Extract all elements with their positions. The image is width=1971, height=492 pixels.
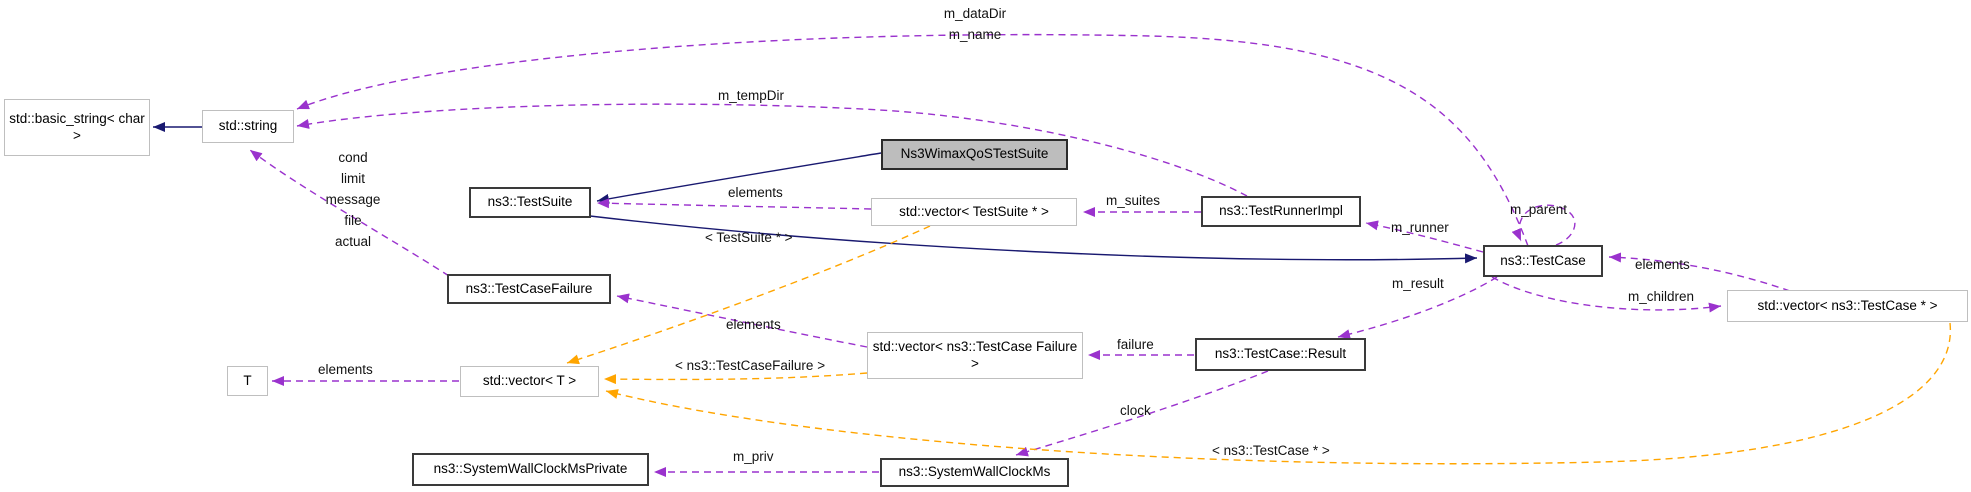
node-ns3-systemwallclockmsprivate[interactable]: ns3::SystemWallClockMsPrivate — [412, 453, 649, 486]
edge-label-m-priv: m_priv — [733, 449, 774, 464]
edge-label-elements-case: elements — [1635, 257, 1690, 272]
node-ns3-testrunnerimpl[interactable]: ns3::TestRunnerImpl — [1201, 196, 1361, 227]
node-ns3-testcasefailure[interactable]: ns3::TestCaseFailure — [447, 274, 611, 304]
edge-label-m-tempdir: m_tempDir — [718, 88, 785, 103]
edge-usage-veccase-testcase-elements — [1608, 252, 1791, 292]
edge-usage-vecfailure-failure-elements — [616, 293, 868, 348]
edge-label-template-testcasefailure: < ns3::TestCaseFailure > — [675, 358, 826, 373]
edge-label-m-runner: m_runner — [1391, 220, 1449, 235]
node-ns3wimaxqostestsuite: Ns3WimaxQoSTestSuite — [881, 139, 1068, 170]
edge-label-clock: clock — [1120, 403, 1151, 418]
node-ns3-testcase-result[interactable]: ns3::TestCase::Result — [1195, 338, 1366, 371]
edge-label-m-children: m_children — [1628, 289, 1695, 304]
node-vector-testcase[interactable]: std::vector< ns3::TestCase * > — [1727, 290, 1968, 322]
edge-usage-testcase-veccase-mchildren — [1491, 276, 1722, 313]
node-ns3-testcase[interactable]: ns3::TestCase — [1483, 245, 1603, 277]
edge-label-m-suites: m_suites — [1106, 193, 1161, 208]
node-ns3-systemwallclockms[interactable]: ns3::SystemWallClockMs — [880, 458, 1069, 487]
node-vector-T[interactable]: std::vector< T > — [460, 366, 599, 397]
edge-label-elements-T: elements — [318, 362, 373, 377]
node-std-basic-string[interactable]: std::basic_string< char > — [4, 99, 150, 156]
edge-label-template-testsuite: < TestSuite * > — [705, 230, 793, 245]
node-vector-testsuite[interactable]: std::vector< TestSuite * > — [871, 198, 1077, 226]
edge-label-m-parent: m_parent — [1510, 202, 1568, 217]
node-ns3-testsuite[interactable]: ns3::TestSuite — [469, 187, 591, 218]
edge-label-m-result: m_result — [1392, 276, 1444, 291]
edge-usage-vecsuite-testsuite-elements — [596, 198, 872, 210]
edge-usage-runner-string-tempdir — [296, 103, 1248, 197]
edge-label-failure: failure — [1117, 337, 1154, 352]
edge-usage-testcase-string-name — [296, 33, 1529, 247]
edge-label-template-testcase: < ns3::TestCase * > — [1212, 443, 1330, 458]
edge-usage-testcase-self-mparent — [1511, 204, 1576, 246]
edge-inherit-testsuite-testcase — [589, 215, 1478, 264]
edge-template-vecsuite-vecT — [566, 225, 931, 365]
node-T[interactable]: T — [227, 366, 268, 396]
edge-label-failure-fields: cond limit message file actual — [325, 150, 381, 249]
edge-usage-testcase-result-mresult — [1337, 276, 1498, 340]
edge-template-veccase-vecT — [605, 322, 1952, 465]
node-std-string[interactable]: std::string — [202, 110, 294, 143]
edge-inherit-wimax-testsuite — [596, 152, 882, 204]
edge-usage-result-wallclock-clock — [1015, 370, 1269, 457]
node-vector-testcasefailure[interactable]: std::vector< ns3::TestCase Failure > — [867, 332, 1083, 379]
edge-usage-failure-string-fields — [249, 149, 450, 277]
edge-label-elements-failure: elements — [726, 317, 781, 332]
edge-label-elements-suite: elements — [728, 185, 783, 200]
edge-label-m-datadir-m-name: m_dataDir m_name — [943, 6, 1007, 42]
